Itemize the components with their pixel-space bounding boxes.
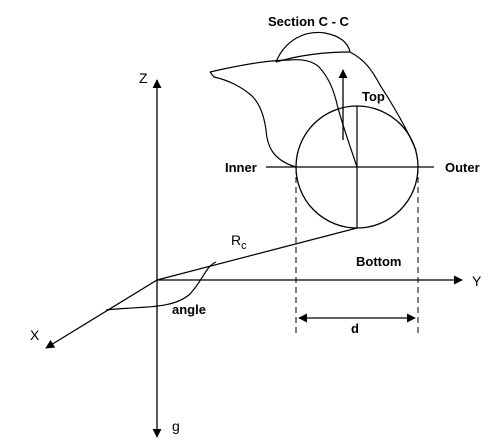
rc-main: R <box>231 232 241 248</box>
d-label: d <box>351 321 359 336</box>
z-axis-label: Z <box>139 70 148 86</box>
y-axis-label: Y <box>472 273 482 289</box>
section-shape-lower <box>209 59 358 168</box>
bottom-label: Bottom <box>356 254 402 269</box>
section-shape-inner <box>275 51 351 63</box>
x-axis-label: X <box>30 327 40 343</box>
rc-subscript: c <box>241 240 247 252</box>
outer-label: Outer <box>445 160 480 175</box>
inner-label: Inner <box>225 160 257 175</box>
rc-label: Rc <box>231 232 247 252</box>
g-axis-label: g <box>172 418 180 434</box>
x-axis <box>45 279 158 349</box>
angle-arc <box>105 261 217 311</box>
angle-label: angle <box>172 302 206 317</box>
top-label: Top <box>362 89 385 104</box>
rc-radius-line <box>156 227 358 281</box>
section-shape-left-tip <box>209 71 297 168</box>
section-label: Section C - C <box>268 14 350 29</box>
